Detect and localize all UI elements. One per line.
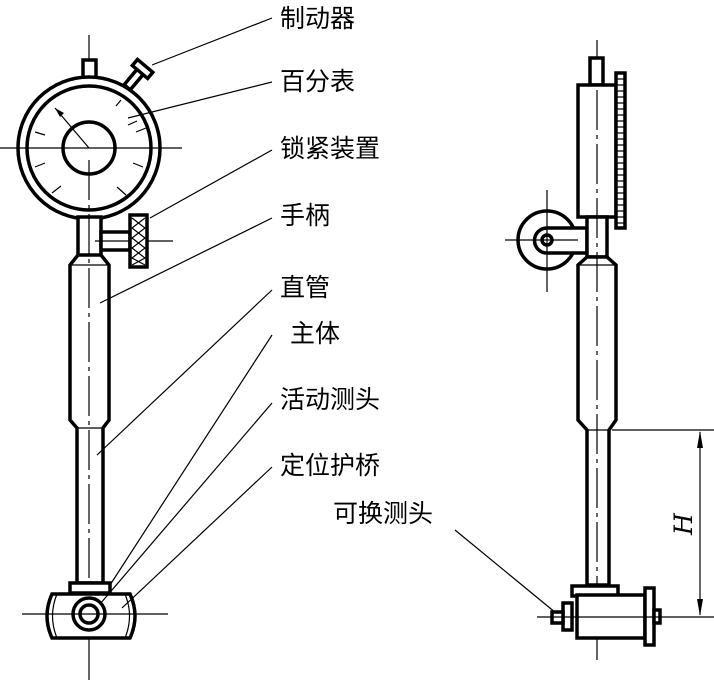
side-stem [588, 56, 605, 87]
label-straight-tube: 直管 [280, 273, 330, 302]
leader-lines [96, 17, 557, 614]
dial-ticks [34, 99, 147, 196]
label-locking-device: 锁紧装置 [280, 134, 380, 163]
main-body-block [68, 581, 112, 595]
label-main-body: 主体 [290, 319, 340, 348]
label-dial-indicator: 百分表 [280, 67, 355, 96]
pointer-arrow-icon [55, 108, 64, 117]
knurled-bezel [614, 71, 627, 230]
side-view: H [505, 40, 714, 660]
label-movable-probe: 活动测头 [280, 385, 380, 414]
locking-knob [128, 213, 149, 269]
arrow-up-icon [697, 431, 703, 448]
label-brake: 制动器 [280, 4, 355, 33]
label-positioning-bridge: 定位护桥 [280, 451, 380, 480]
front-view [0, 35, 182, 680]
dimension-h-label: H [669, 512, 698, 536]
label-replaceable-probe: 可换测头 [333, 499, 433, 528]
arrow-down-icon [697, 599, 703, 616]
label-handle: 手柄 [280, 201, 330, 230]
